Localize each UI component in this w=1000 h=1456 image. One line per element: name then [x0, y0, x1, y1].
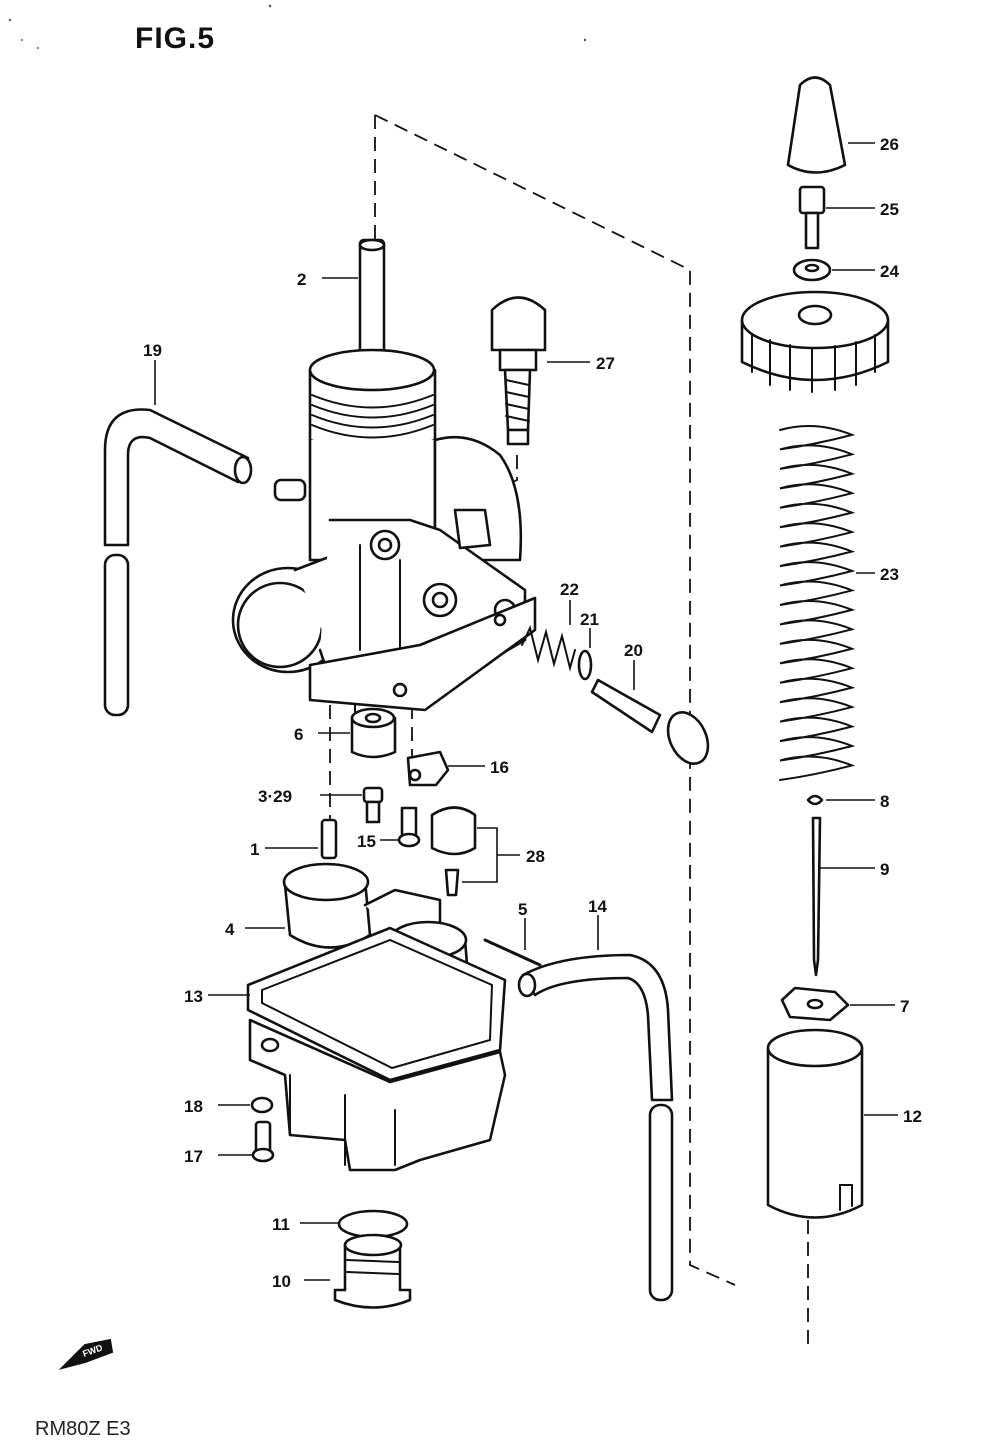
part-8-needle-clip: 8 [806, 792, 889, 811]
callout-3: 3·29 [258, 787, 292, 806]
part-12-throttle-valve: 12 [766, 1028, 922, 1219]
callout-10: 10 [272, 1272, 291, 1291]
callout-12: 12 [903, 1107, 922, 1126]
part-13-float-chamber-gasket: 13 [184, 926, 507, 1082]
part-2-cable-guide: 2 [297, 238, 386, 357]
callout-28: 28 [526, 847, 545, 866]
callout-19: 19 [143, 341, 162, 360]
callout-21: 21 [580, 610, 599, 629]
part-3-29-pilot-jet: 3·29 [258, 786, 384, 824]
part-16-baffle-plate: 16 [406, 750, 509, 787]
fwd-arrow-icon: FWD [58, 1338, 114, 1370]
part-25-cable-adjuster: 25 [798, 185, 899, 250]
part-5-float-pin: 5 [483, 900, 542, 967]
callout-15: 15 [357, 832, 376, 851]
callout-6: 6 [294, 725, 303, 744]
float-chamber [248, 1018, 507, 1172]
part-11-o-ring: 11 [272, 1209, 409, 1239]
callout-13: 13 [184, 987, 203, 1006]
callout-1: 1 [250, 840, 259, 859]
part-14-overflow-tube: 14 [517, 897, 674, 1302]
assembly-dash-line [329, 114, 809, 1350]
callout-7: 7 [900, 997, 909, 1016]
part-19-air-vent-tube: 19 [103, 341, 253, 717]
part-20-throttle-stop-screw: 20 [590, 641, 710, 765]
part-17-screw: 17 [184, 1120, 275, 1166]
callout-5: 5 [518, 900, 527, 919]
part-1-main-jet: 1 [250, 818, 338, 860]
figure-title: FIG.5 [135, 22, 216, 55]
carburetor-body [231, 348, 537, 719]
part-9-jet-needle: 9 [811, 816, 889, 977]
callout-9: 9 [880, 860, 889, 879]
part-21-o-ring: 21 [577, 610, 599, 681]
callout-23: 23 [880, 565, 899, 584]
scan-speckles [8, 4, 587, 49]
part-10-drain-plug: 10 [272, 1233, 412, 1309]
part-28-float-valve: 28 [430, 806, 545, 897]
callout-27: 27 [596, 354, 615, 373]
callout-24: 24 [880, 262, 899, 281]
part-23-throttle-spring: 23 [779, 425, 899, 781]
part-26-cable-boot: 26 [786, 76, 899, 174]
callout-17: 17 [184, 1147, 203, 1166]
model-code: RM80Z E3 [35, 1418, 131, 1440]
callout-14: 14 [588, 897, 607, 916]
callout-25: 25 [880, 200, 899, 219]
callout-11: 11 [272, 1215, 290, 1234]
callout-26: 26 [880, 135, 899, 154]
callout-2: 2 [297, 270, 306, 289]
part-15-screw: 15 [357, 806, 421, 851]
callout-20: 20 [624, 641, 643, 660]
part-7-needle-retainer: 7 [780, 986, 909, 1022]
part-6-needle-jet: 6 [294, 707, 397, 759]
callout-22: 22 [560, 580, 579, 599]
part-24-lock-nut: 24 [792, 258, 899, 282]
part-27-starter-plunger: 27 [490, 296, 615, 446]
part-mixing-chamber-top [740, 290, 890, 393]
callout-16: 16 [490, 758, 509, 777]
part-22-throttle-stop-spring: 22 [521, 580, 579, 672]
callout-8: 8 [880, 792, 889, 811]
callout-18: 18 [184, 1097, 203, 1116]
callout-4: 4 [225, 920, 235, 939]
part-18-washer: 18 [184, 1096, 274, 1116]
